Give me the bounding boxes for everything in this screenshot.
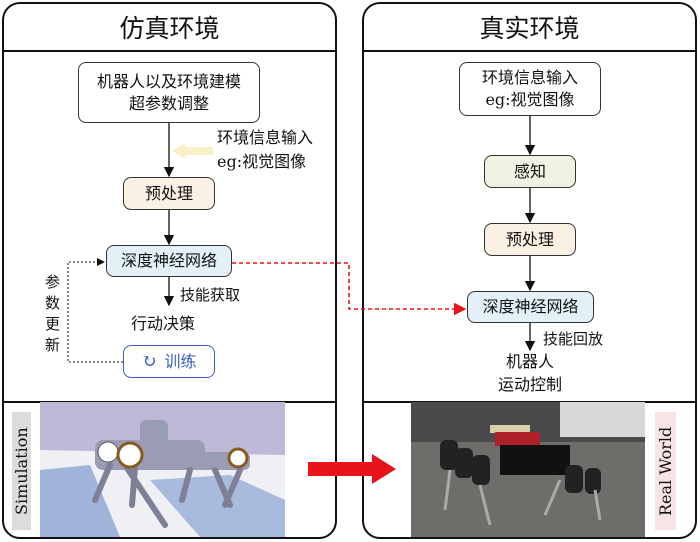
simulation-label: Simulation [12,412,31,530]
real-dnn-box: 深度神经网络 [467,291,594,323]
train-label: 训练 [164,351,197,371]
modeling-line: 超参数调整 [128,93,209,113]
output-line: 运动控制 [497,375,562,394]
env-input-arrow [172,143,213,159]
real-world-label: Real World [655,412,676,530]
param-update-loop [67,258,123,363]
output-line: 机器人 [505,352,554,371]
action-decision-label: 行动决策 [131,314,196,333]
env-input-line: 环境信息输入 [481,68,578,87]
transfer-dnn-arrow [232,262,467,316]
perception-box: 感知 [484,155,576,188]
real-env-input-box: 环境信息输入 eg:视觉图像 [459,62,601,116]
real-world-image [411,402,645,537]
modeling-line: 机器人以及环境建模 [96,71,241,91]
modeling-box: 机器人以及环境建模超参数调整 [78,62,260,123]
real-title: 真实环境 [364,4,695,52]
simulation-title: 仿真环境 [4,4,335,52]
env-input-line: eg:视觉图像 [217,152,307,171]
env-input-line: 环境信息输入 [217,128,314,147]
robot-control-label: 机器人运动控制 [480,350,580,396]
simulation-image [40,402,285,537]
cycle-icon: ↻ [141,350,157,372]
train-box: ↻ 训练 [123,345,215,378]
skill-replay-label: 技能回放 [543,330,604,348]
env-input-line: eg:视觉图像 [485,90,575,109]
sim-dnn-box: 深度神经网络 [106,245,232,277]
sim-preprocess-box: 预处理 [123,177,215,210]
param-update-label: 参数更新 [45,273,61,354]
env-input-label: 环境信息输入 eg:视觉图像 [217,126,313,174]
real-preprocess-box: 预处理 [484,223,576,256]
sim-to-real-arrow [308,454,396,484]
skill-acquire-label: 技能获取 [180,286,241,304]
